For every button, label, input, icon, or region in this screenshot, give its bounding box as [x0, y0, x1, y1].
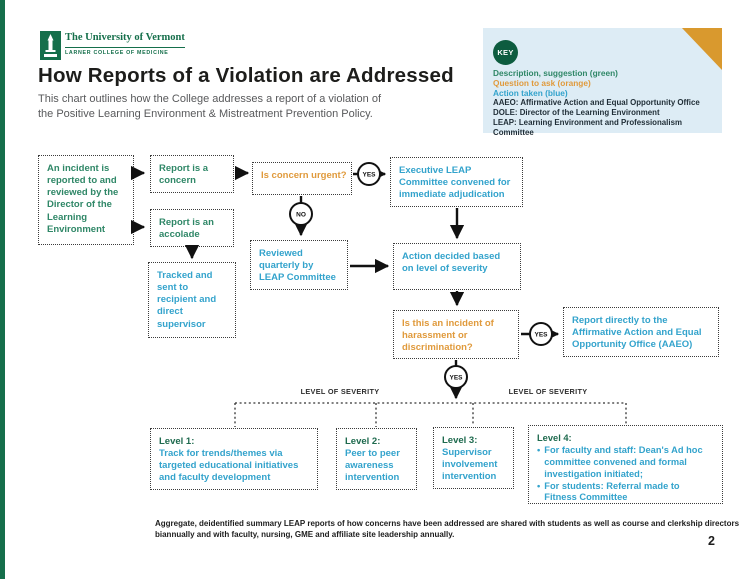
node-report-is-accolade: Report is an accolade: [150, 209, 234, 247]
subtitle-line-2: the Positive Learning Environment & Mist…: [38, 108, 373, 121]
node-executive-leap: Executive LEAP Committee convened for im…: [390, 157, 523, 207]
yes-badge-label: YES: [449, 375, 463, 382]
level-4-bullet-2: • For students: Referral made to Fitness…: [537, 480, 680, 503]
node-report-is-concern: Report is a concern: [150, 155, 234, 193]
level-1-text: Track for trends/themes via targeted edu…: [159, 448, 299, 484]
yes-badge-circle: [529, 322, 553, 346]
node-level-4: Level 4: • For faculty and staff: Dean's…: [528, 425, 723, 504]
bullet-icon: •: [537, 480, 541, 491]
folded-corner: [682, 28, 722, 70]
yes-badge-circle: [444, 365, 468, 389]
page-title: How Reports of a Violation are Addressed: [38, 64, 454, 87]
left-accent-bar: [0, 0, 5, 579]
level-3-text: Supervisor involvement intervention: [442, 447, 498, 483]
level-3-label: Level 3:: [442, 435, 478, 446]
uvm-logo: The University of Vermont LARNER COLLEGE…: [40, 31, 185, 60]
level-4-bullet-1: • For faculty and staff: Dean's Ad hoc c…: [537, 444, 703, 479]
node-level-3: Level 3: Supervisor involvement interven…: [433, 427, 514, 489]
node-incident-reported: An incident is reported to and reviewed …: [38, 155, 134, 245]
legend-action-blue: Action taken (blue): [493, 88, 568, 98]
node-level-1: Level 1: Track for trends/themes via tar…: [150, 428, 318, 490]
legend-description-green: Description, suggestion (green): [493, 68, 618, 78]
abbreviation-leap: LEAP: Learning Environment and Professio…: [493, 118, 682, 137]
severity-label-left: LEVEL OF SEVERITY: [300, 387, 380, 396]
yes-badge-label: YES: [362, 172, 376, 179]
node-tracked-sent: Tracked and sent to recipient and direct…: [148, 262, 236, 338]
node-report-to-aaeo: Report directly to the Affirmative Actio…: [563, 307, 719, 357]
key-legend-panel: KEY Description, suggestion (green) Ques…: [483, 28, 722, 137]
level-2-text: Peer to peer awareness intervention: [345, 448, 400, 484]
key-badge: KEY: [493, 40, 518, 65]
abbreviation-aaeo: AAEO: Affirmative Action and Equal Oppor…: [493, 98, 700, 107]
no-badge-circle: [289, 202, 313, 226]
yes-badge-circle: [357, 162, 381, 186]
level-1-label: Level 1:: [159, 436, 195, 447]
yes-badge-label: YES: [534, 332, 548, 339]
node-action-decided: Action decided based on level of severit…: [393, 243, 521, 290]
bullet-icon: •: [537, 444, 541, 455]
no-badge-label: NO: [296, 212, 306, 219]
footnote: Aggregate, deidentified summary LEAP rep…: [155, 518, 739, 540]
severity-label-right: LEVEL OF SEVERITY: [508, 387, 588, 396]
node-level-2: Level 2: Peer to peer awareness interven…: [336, 428, 417, 490]
uvm-tower-icon: [40, 31, 61, 60]
institution-name: The University of Vermont: [65, 32, 185, 43]
node-is-concern-urgent: Is concern urgent?: [252, 162, 352, 195]
footnote-line-2: biannually and with faculty, nursing, GM…: [155, 530, 455, 540]
abbreviation-dole: DOLE: Director of the Learning Environme…: [493, 108, 660, 117]
subtitle-line-1: This chart outlines how the College addr…: [38, 93, 382, 105]
level-2-label: Level 2:: [345, 436, 381, 447]
node-harassment-question: Is this an incident of harassment or dis…: [393, 310, 519, 359]
page-number: 2: [708, 534, 715, 548]
node-reviewed-quarterly: Reviewed quarterly by LEAP Committee: [250, 240, 348, 290]
level-4-label: Level 4:: [537, 433, 572, 443]
college-name: LARNER COLLEGE OF MEDICINE: [65, 46, 185, 56]
page-subtitle: This chart outlines how the College addr…: [38, 92, 381, 122]
footnote-line-1: Aggregate, deidentified summary LEAP rep…: [155, 519, 740, 528]
severity-dotted-branches: [234, 402, 627, 427]
legend-question-orange: Question to ask (orange): [493, 78, 591, 88]
